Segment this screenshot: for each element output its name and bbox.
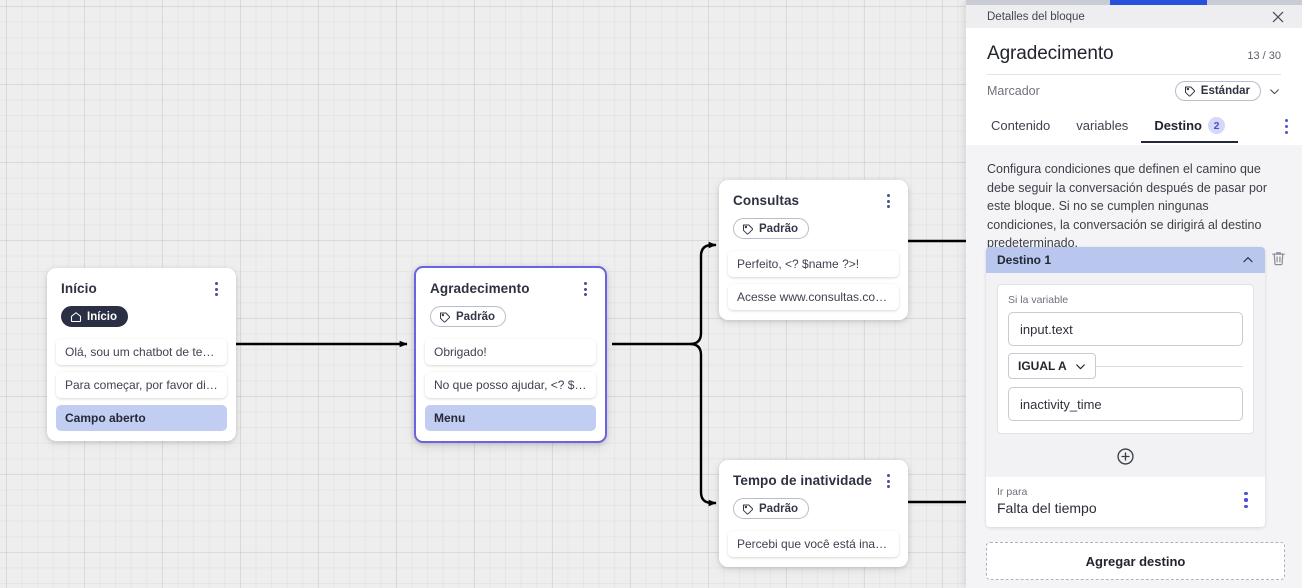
node-header: Consultas Padrão [719, 180, 908, 251]
destino-card-title: Destino 1 [997, 253, 1052, 267]
node-body: Percebi que você está inativo. C... [719, 530, 908, 567]
goto-value: Falta del tiempo [997, 500, 1097, 516]
plus-circle-icon [1117, 448, 1134, 465]
node-header: Tempo de inatividade Padrão [719, 460, 908, 531]
operator-select[interactable]: IGUAL A [1008, 353, 1096, 379]
destino-card-header[interactable]: Destino 1 [986, 247, 1265, 273]
home-icon [70, 311, 82, 322]
node-body: Olá, sou um chatbot de teste! Para começ… [47, 338, 236, 441]
top-progress-bar [1110, 0, 1207, 5]
node-menu-button[interactable] [208, 280, 224, 298]
add-destino-button[interactable]: Agregar destino [986, 542, 1285, 580]
node-row[interactable]: Perfeito, <? $name ?>! [728, 250, 899, 277]
goto-label: Ir para [997, 486, 1028, 498]
tab-label: variables [1076, 118, 1129, 133]
tab-label: Contenido [991, 118, 1051, 133]
node-header: Início Início [47, 268, 236, 339]
tag-icon [440, 312, 450, 322]
marcador-select[interactable]: Estándar [1174, 81, 1261, 101]
close-icon [1272, 11, 1284, 22]
top-progress-track [966, 0, 1302, 5]
divider [987, 74, 1281, 75]
node-tag-label: Padrão [456, 310, 495, 323]
panel-tabs: Contenido variables Destino 2 [966, 110, 1302, 145]
panel-header-band [966, 5, 1302, 28]
tab-destino[interactable]: Destino 2 [1141, 110, 1238, 143]
operator-label: IGUAL A [1018, 359, 1067, 373]
node-row[interactable]: Obrigado! [425, 338, 596, 365]
node-tag-padrao[interactable]: Padrão [733, 218, 809, 239]
comparison-value-input[interactable]: inactivity_time [1008, 387, 1243, 421]
close-panel-button[interactable] [1270, 9, 1286, 25]
tag-icon [1184, 86, 1195, 97]
flow-node-agradecimento[interactable]: Agradecimento Padrão Obrigado! No que po… [414, 266, 607, 443]
page-title: Agradecimento [987, 43, 1114, 64]
collapse-destino-button[interactable] [1241, 253, 1255, 267]
flow-node-inicio[interactable]: Início Início Olá, sou um chatbot de tes… [47, 268, 236, 441]
delete-destino-button[interactable] [1270, 249, 1287, 267]
tab-contenido[interactable]: Contenido [978, 110, 1063, 143]
node-title: Agradecimento [430, 281, 530, 296]
node-title: Consultas [733, 193, 800, 208]
node-tag-label: Início [87, 310, 118, 323]
block-title-row: Agradecimento 13 / 30 [987, 43, 1281, 65]
marcador-dropdown-button[interactable] [1268, 85, 1281, 98]
node-title: Tempo de inatividade [733, 473, 873, 488]
panel-header: Detalles del bloque [966, 5, 1302, 28]
chevron-down-icon [1270, 88, 1279, 94]
node-row-highlighted[interactable]: Campo aberto [56, 404, 227, 431]
goto-destination-row[interactable]: Ir para Falta del tiempo [986, 477, 1265, 527]
operator-divider [1008, 366, 1243, 367]
add-condition-row [986, 445, 1265, 477]
node-row-highlighted[interactable]: Menu [425, 404, 596, 431]
trash-icon [1272, 252, 1285, 266]
chevron-up-icon [1243, 257, 1253, 263]
node-tag-inicio[interactable]: Início [61, 306, 129, 327]
flow-node-consultas[interactable]: Consultas Padrão Perfeito, <? $name ?>! … [719, 180, 908, 320]
status-badge: 2 [1207, 117, 1225, 134]
flow-node-tempo-de-inatividade[interactable]: Tempo de inatividade Padrão Percebi que … [719, 460, 908, 567]
node-menu-button[interactable] [577, 280, 593, 298]
goto-texts: Ir para Falta del tiempo [997, 486, 1238, 516]
panel-more-options-button[interactable] [1284, 110, 1288, 143]
node-header: Agradecimento Padrão [416, 268, 605, 339]
node-tag-padrao[interactable]: Padrão [733, 498, 809, 519]
panel-description: Configura condiciones que definen el cam… [987, 162, 1268, 250]
variable-input[interactable]: input.text [1008, 312, 1243, 346]
node-row[interactable]: Percebi que você está inativo. C... [728, 530, 899, 557]
char-counter: 13 / 30 [1247, 50, 1281, 62]
marcador-value: Estándar [1200, 85, 1250, 97]
chevron-down-icon [1075, 363, 1085, 369]
tag-icon [743, 504, 753, 514]
flow-canvas[interactable]: Início Início Olá, sou um chatbot de tes… [0, 0, 966, 588]
condition-box: Si la variable input.text IGUAL A inacti… [997, 284, 1254, 434]
marcador-row: Marcador Estándar [987, 80, 1281, 102]
node-title: Início [61, 281, 97, 296]
node-row[interactable]: Olá, sou um chatbot de teste! [56, 338, 227, 365]
edge-agradecimento-consultas [689, 241, 717, 346]
tab-label: Destino [1154, 118, 1202, 133]
tag-icon [743, 224, 753, 234]
node-tag-label: Padrão [759, 502, 798, 515]
node-row[interactable]: Acesse www.consultas.com par... [728, 283, 899, 310]
node-menu-button[interactable] [880, 192, 896, 210]
node-tag-label: Padrão [759, 222, 798, 235]
node-body: Perfeito, <? $name ?>! Acesse www.consul… [719, 250, 908, 320]
condition-label: Si la variable [1008, 294, 1069, 306]
node-menu-button[interactable] [880, 472, 896, 490]
node-tag-padrao[interactable]: Padrão [430, 306, 506, 327]
add-condition-button[interactable] [1116, 447, 1135, 466]
node-body: Obrigado! No que posso ajudar, <? $name … [416, 338, 605, 441]
node-row[interactable]: No que posso ajudar, <? $name ... [425, 371, 596, 398]
marcador-label: Marcador [987, 84, 1040, 98]
operator-row: IGUAL A [1008, 353, 1243, 379]
panel-header-title: Detalles del bloque [987, 10, 1085, 23]
goto-menu-button[interactable] [1238, 490, 1254, 510]
tab-variables[interactable]: variables [1063, 110, 1141, 143]
destino-card: Destino 1 Si la variable input.text IGUA… [986, 247, 1265, 527]
edge-agradecimento-inatividade [689, 342, 717, 507]
node-row[interactable]: Para começar, por favor digite o ... [56, 371, 227, 398]
add-destino-label: Agregar destino [1085, 553, 1186, 569]
